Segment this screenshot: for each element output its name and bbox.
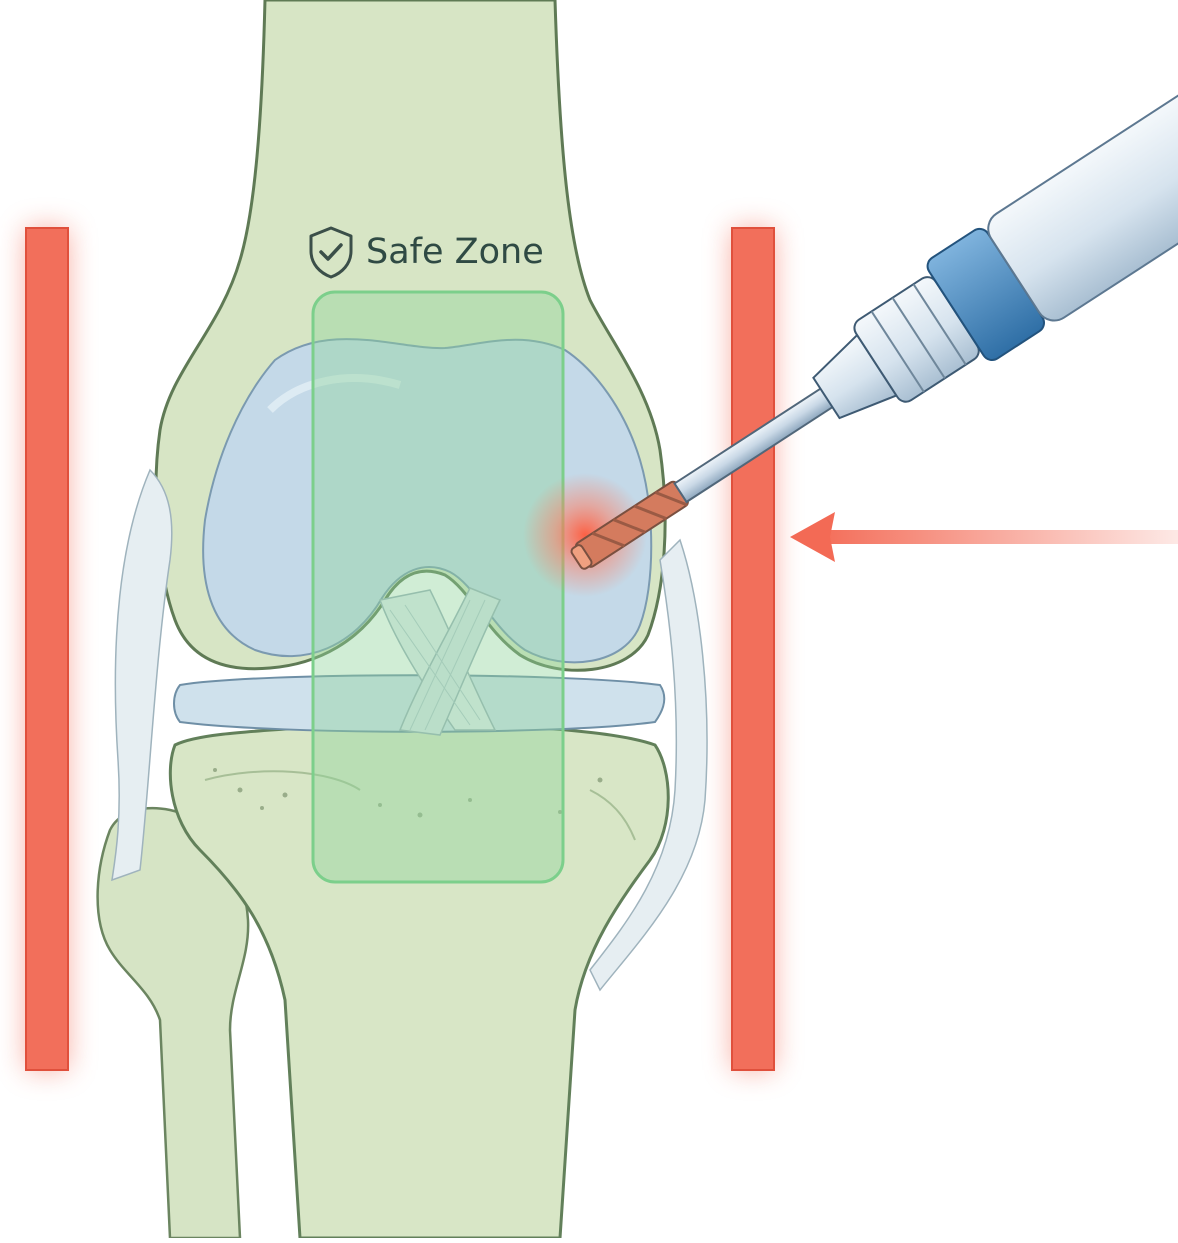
shield-check-icon	[306, 225, 356, 279]
surgical-drill	[543, 49, 1178, 612]
danger-bar-left	[26, 228, 68, 1070]
safe-zone-text: Safe Zone	[366, 232, 544, 272]
safe-zone-label: Safe Zone	[306, 222, 544, 282]
warning-arrow	[790, 512, 1178, 562]
danger-bar-right	[732, 228, 774, 1070]
safe-zone	[313, 292, 563, 882]
